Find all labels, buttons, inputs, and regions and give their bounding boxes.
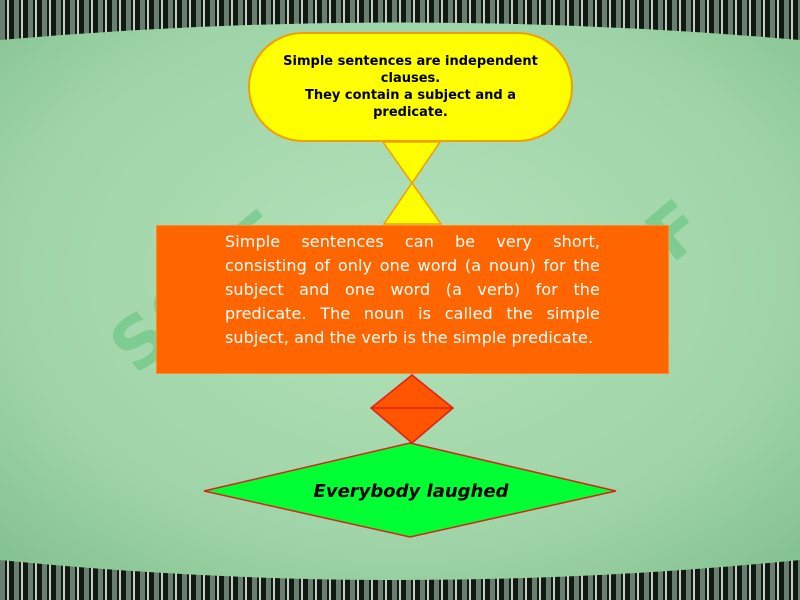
terminator-box: Simple sentences are independent clauses… [248, 32, 573, 142]
connector-up-triangle [382, 181, 443, 225]
decision-diamond [203, 442, 617, 538]
decision-text: Everybody laughed [313, 480, 509, 502]
connector-down-triangle [381, 141, 442, 185]
process-box: Simple sentences can be very short, cons… [156, 225, 669, 374]
process-text: Simple sentences can be very short, cons… [225, 232, 600, 347]
terminator-text: Simple sentences are independent clauses… [283, 54, 538, 120]
